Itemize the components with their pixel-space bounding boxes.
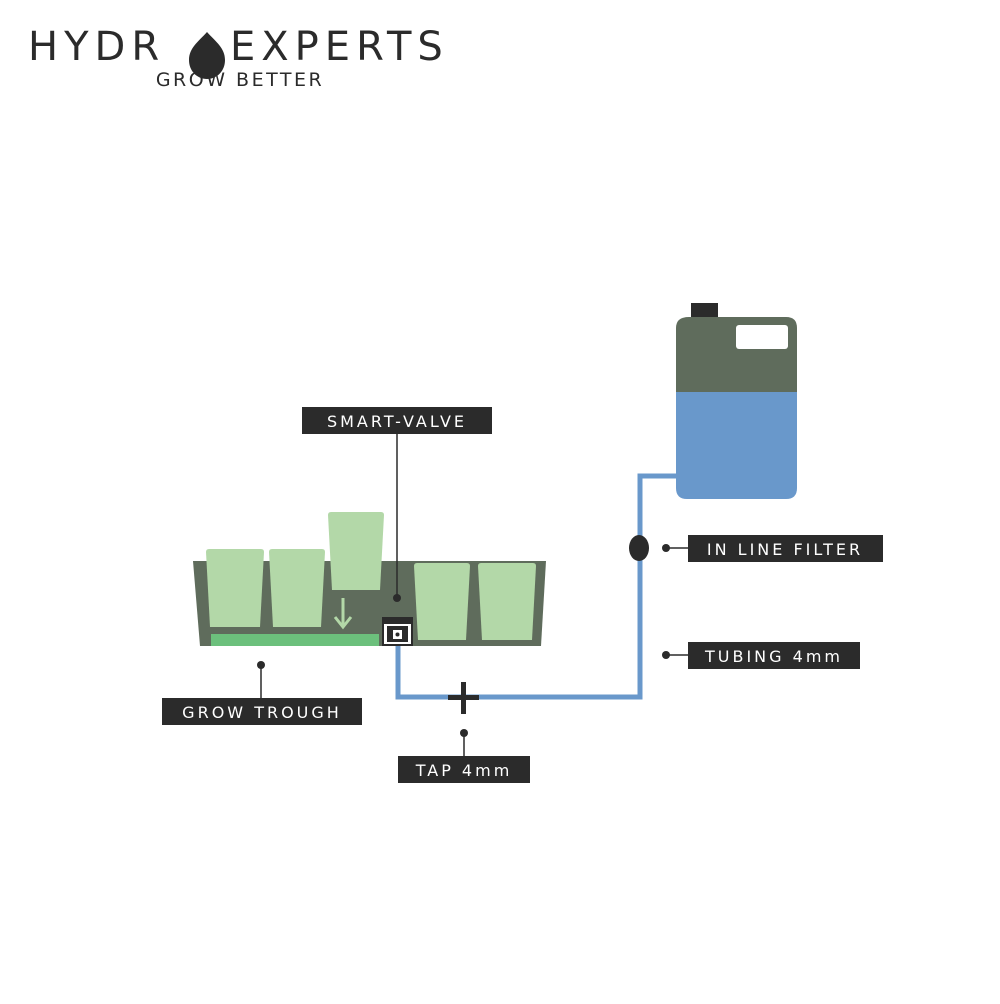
grow-trough [193, 512, 546, 646]
water-tank [676, 303, 797, 499]
water-drop-icon [189, 32, 225, 79]
label-grow-trough: GROW TROUGH [162, 698, 362, 725]
smart-valve [382, 617, 413, 646]
tubing [395, 473, 680, 700]
label-smart-valve-text: SMART-VALVE [327, 412, 467, 431]
tap-connector [448, 682, 479, 714]
label-grow-trough-text: GROW TROUGH [182, 703, 342, 722]
logo: HYDR EXPERTS GROW BETTER [28, 24, 449, 91]
leaders [257, 433, 688, 756]
label-in-line-filter: IN LINE FILTER [688, 535, 883, 562]
label-smart-valve: SMART-VALVE [302, 407, 492, 434]
label-in-line-filter-text: IN LINE FILTER [707, 540, 863, 559]
pot [478, 563, 536, 640]
logo-text-experts: EXPERTS [230, 24, 449, 70]
label-tubing-text: TUBING 4mm [704, 647, 843, 666]
pot [206, 549, 264, 627]
tank-water [676, 392, 797, 499]
water-channel [211, 634, 379, 646]
label-tap-text: TAP 4mm [415, 761, 513, 780]
down-arrow-icon [333, 598, 353, 630]
pot-raised [328, 512, 384, 590]
logo-text-hydro: HYDR [28, 24, 165, 70]
tank-cap [691, 303, 718, 318]
label-tubing: TUBING 4mm [688, 642, 860, 669]
logo-tagline: GROW BETTER [156, 69, 324, 91]
tank-label-window [736, 325, 788, 349]
pot [414, 563, 470, 640]
pot [269, 549, 325, 627]
label-tap: TAP 4mm [398, 756, 530, 783]
in-line-filter [629, 535, 649, 561]
